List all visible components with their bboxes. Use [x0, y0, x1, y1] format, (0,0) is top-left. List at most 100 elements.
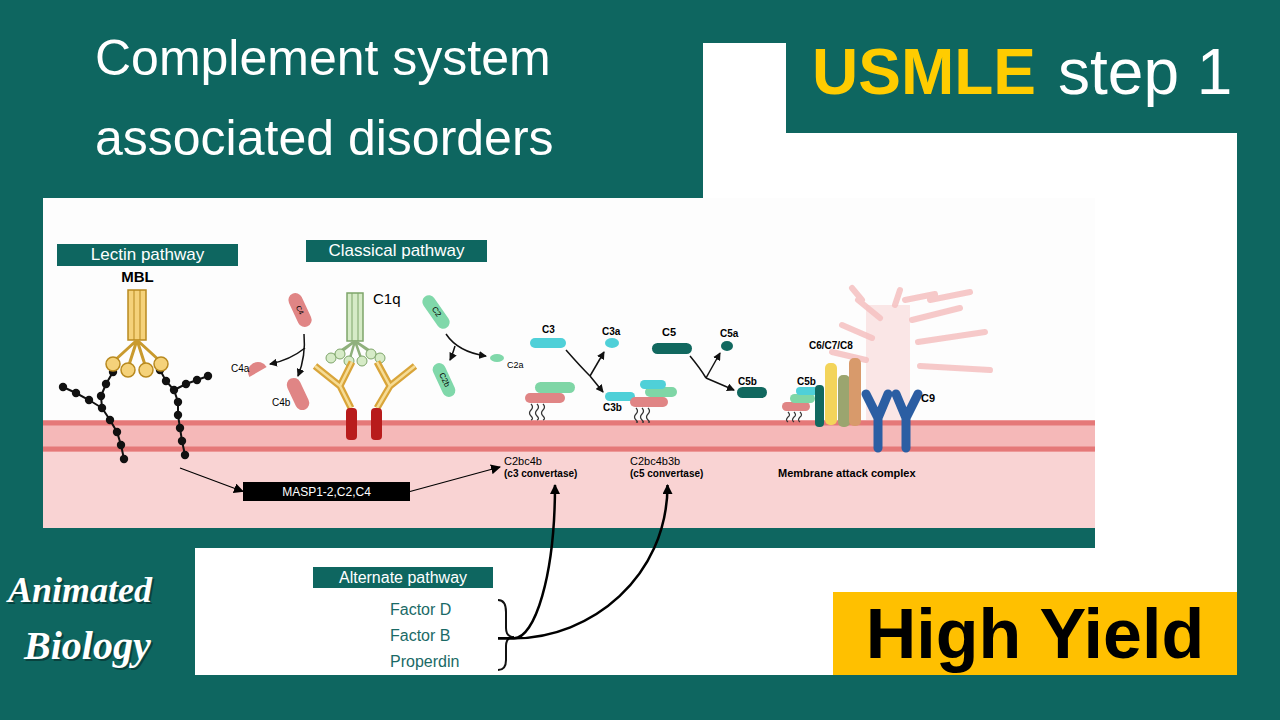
convertase-label: C2bc4b(c3 convertase): [500, 449, 600, 485]
c1q-stalk: [352, 293, 353, 341]
c8-protein: [838, 375, 850, 427]
c6-protein: [815, 385, 824, 427]
component-label: C3b: [603, 403, 622, 413]
component-label: C6/C7/C8: [809, 341, 853, 351]
c4b-bound: [630, 397, 668, 407]
c1q-head: [335, 349, 345, 359]
c2b-fragment: [431, 361, 458, 399]
mbl-stalk: [128, 290, 146, 340]
component-label: C9: [921, 393, 935, 404]
node-text: Lectin pathway: [91, 245, 204, 265]
c4-protein: [286, 291, 314, 330]
membrane-line: [43, 447, 1095, 452]
node-text: MASP1-2,C2,C4: [282, 485, 371, 499]
cleavage-arrow: [446, 334, 486, 356]
node-text: High Yield: [866, 592, 1204, 676]
mbl-head: [106, 357, 120, 371]
c2a-fragment: [490, 354, 504, 362]
component-label: Membrane attack complex: [778, 468, 916, 479]
component-label: C4b: [272, 398, 290, 408]
mannose-chain: [63, 387, 102, 408]
pathway-header: Alternate pathway: [313, 567, 493, 588]
cleavage-arrow: [590, 376, 603, 392]
mbl-molecule: MBL: [95, 268, 180, 468]
antigen: [346, 408, 357, 440]
c2-protein: [420, 293, 452, 332]
c2b-bound: [535, 382, 575, 393]
antibody: [377, 362, 415, 408]
component-label: C5: [662, 327, 676, 338]
c1q-stalk: [347, 293, 363, 341]
cleavage-arrow: [590, 352, 604, 376]
c8-protein: [849, 358, 861, 426]
c1q-head: [326, 353, 336, 363]
component-label: C2a: [507, 361, 524, 370]
component-label: C3: [542, 325, 555, 335]
bottom-strip: [43, 528, 1095, 548]
mannose-chain: [101, 372, 124, 459]
pathway-arrow: [498, 485, 555, 638]
antigen: [371, 408, 382, 440]
c3a-fragment: [605, 338, 619, 348]
enzyme-box: MASP1-2,C2,C4: [243, 482, 410, 501]
antibody: [315, 362, 352, 408]
component-label: C3a: [602, 327, 620, 337]
component-label: C1q: [373, 291, 401, 306]
pathway-header: Classical pathway: [306, 240, 487, 262]
lipid-anchor: [787, 412, 802, 422]
node-text: C2bc4b: [504, 455, 542, 468]
antibody: [377, 362, 415, 408]
cleavage-arrow: [706, 353, 720, 378]
pore-splash: [832, 288, 990, 370]
mbl-stalk: [140, 290, 141, 340]
c3b-bound: [640, 380, 666, 389]
mannose-chain: [174, 376, 208, 390]
cytoplasm: [43, 452, 1095, 528]
mbl-head: [121, 363, 135, 377]
component-label: C5b: [797, 377, 816, 387]
factor-list: Factor DFactor BProperdin: [388, 597, 498, 675]
mannose-chain: [160, 370, 185, 455]
cleavage-arrow: [690, 356, 706, 378]
header-block: [786, 0, 1280, 133]
curly-bracket: [498, 600, 514, 670]
node-text: Factor B: [390, 623, 450, 649]
pathway-arrow: [410, 467, 500, 492]
c9-pore: [866, 394, 888, 448]
cleavage-arrow: [566, 350, 590, 376]
node-text: (c3 convertase): [504, 468, 577, 480]
cleavage-arrow: [270, 348, 305, 364]
node-text: Properdin: [390, 649, 459, 675]
membrane: [43, 420, 1095, 452]
mbl-head: [139, 363, 153, 377]
cleavage-arrow: [706, 378, 734, 390]
logo-text: Biology: [24, 626, 151, 666]
high-yield-badge: High Yield: [833, 592, 1237, 675]
cleavage-arrow: [298, 334, 304, 376]
node-text: C2bc4b3b: [630, 455, 680, 468]
c1q-head: [366, 349, 376, 359]
mbl-head: [154, 357, 168, 371]
logo-text: Animated: [8, 572, 152, 608]
c5a-fragment: [721, 341, 733, 351]
c7-protein: [825, 363, 837, 425]
cleavage-arrow: [450, 346, 455, 360]
convertase-label: C2bc4b3b(c5 convertase): [628, 449, 732, 485]
node-text: (c5 convertase): [630, 468, 703, 480]
header-label: USMLE: [812, 40, 1036, 104]
header-label: step 1: [1058, 40, 1232, 104]
title-text: Complement system associated disorders: [95, 18, 635, 178]
node-text: Factor D: [390, 597, 451, 623]
c1q-stalk: [358, 293, 359, 341]
c4b-bound: [525, 393, 565, 403]
component-label: C5b: [738, 377, 757, 387]
node-text: Classical pathway: [328, 241, 464, 261]
c3b-fragment: [605, 392, 635, 401]
white-panel: [43, 198, 1237, 675]
component-label: C4a: [231, 364, 249, 374]
c3b-bound: [796, 387, 818, 395]
c2b-bound: [790, 394, 815, 403]
pathway-arrow: [498, 485, 668, 638]
